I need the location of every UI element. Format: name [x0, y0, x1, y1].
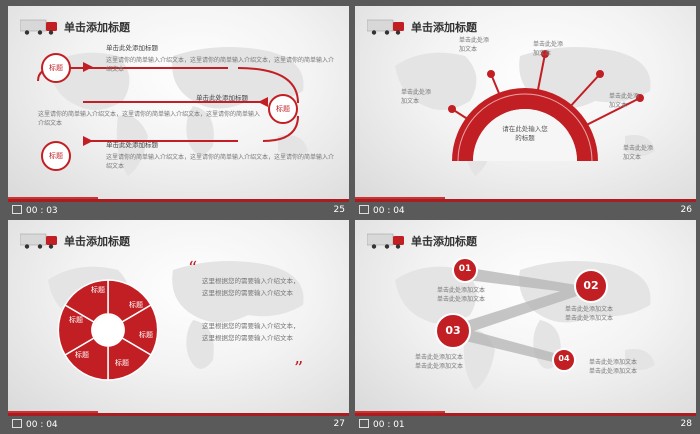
step-circle-label-2: 标题 [276, 105, 290, 113]
slide-thumbnail-27[interactable]: 单击添加标题 标题 标题 标题 标题 标题 标题 “ 这里根据您的需要输入介绍文… [8, 220, 349, 430]
node-number-4: 04 [558, 354, 570, 363]
step-text-3: 这里请你的简单输入介绍文本，这里请你的简单输入介绍文本，这里请你的简单输入介绍文… [106, 154, 335, 170]
quote-open-mark: “ [188, 258, 198, 279]
node-text-3: 单击此处添加文本 单击此处添加文本 [415, 354, 464, 370]
slide-duration-label: 00 : 04 [373, 206, 405, 216]
node-text-2: 单击此处添加文本 单击此处添加文本 [565, 306, 614, 322]
quote-close-mark: ” [294, 358, 304, 379]
node-number-3: 03 [445, 324, 461, 337]
slide-number: 28 [680, 419, 692, 429]
petal-label-4: 标题 [115, 359, 129, 367]
node-label-4: 单击此处添加文本 [609, 93, 640, 109]
slide-thumbnail-25[interactable]: 单击添加标题 标题 标题 标题 单击此处添加标题 这里请你的简单输入介绍文本 [8, 6, 349, 216]
body-paragraph-2: 这里根据您的需要输入介绍文本，这里根据您的需要输入介绍文本 [202, 322, 300, 342]
slide-canvas: 单击添加标题 01 02 03 04 单击此处添加文本 单击此处添加文本 单击此… [355, 220, 696, 416]
slide-bottom-bar [8, 199, 349, 202]
step-text-2: 这里请你的简单输入介绍文本，这里请你的简单输入介绍文本，这里请你的简单输入介绍文… [38, 111, 261, 127]
slide-title: 单击添加标题 [64, 235, 130, 248]
body-paragraph-1: 这里根据您的需要输入介绍文本，这里根据您的需要输入介绍文本 [202, 277, 300, 297]
slide-duration-label: 00 : 03 [26, 206, 58, 216]
timer-icon [359, 205, 369, 214]
slide-title: 单击添加标题 [411, 21, 477, 34]
node-label-5: 单击此处添加文本 [623, 145, 654, 161]
slide-title: 单击添加标题 [64, 21, 130, 34]
slide-duration: 00 : 04 [12, 419, 58, 430]
slide-number: 25 [333, 205, 345, 215]
slide-duration: 00 : 01 [359, 419, 405, 430]
slide-number: 27 [333, 419, 345, 429]
node-number-2: 02 [583, 279, 599, 292]
slide-bottom-bar [355, 199, 696, 202]
slide-footer: 00 : 01 28 [355, 416, 696, 434]
timer-icon [359, 419, 369, 428]
slide-footer: 00 : 04 27 [8, 416, 349, 434]
slide-duration-label: 00 : 01 [373, 420, 405, 430]
truck-icon [20, 19, 57, 35]
step-heading-1: 单击此处添加标题 [106, 44, 158, 52]
step-circle-label-1: 标题 [49, 64, 63, 72]
petal-label-1: 标题 [91, 286, 105, 294]
semicircle-diagram [448, 50, 644, 162]
petal-label-5: 标题 [75, 351, 89, 359]
step-text-1: 这里请你的简单输入介绍文本，这里请你的简单输入介绍文本，这里请你的简单输入介绍文… [106, 57, 335, 73]
slide-canvas: 单击添加标题 标题 标题 标题 单击此处添加标题 这里请你的简单输入介绍文本 [8, 6, 349, 202]
center-title: 请在此处输入您的标题 [502, 125, 548, 142]
slide-duration-label: 00 : 04 [26, 420, 58, 430]
node-label-2: 单击此处添加文本 [459, 37, 490, 53]
slide-thumbnail-28[interactable]: 单击添加标题 01 02 03 04 单击此处添加文本 单击此处添加文本 单击此… [355, 220, 696, 430]
slide-footer: 00 : 03 25 [8, 202, 349, 220]
petal-label-3: 标题 [139, 331, 153, 339]
slide-duration: 00 : 03 [12, 205, 58, 216]
truck-icon [20, 233, 57, 249]
pinwheel-diagram [57, 279, 159, 381]
slide-canvas: 单击添加标题 标题 标题 标题 标题 标题 标题 “ 这里根据您的需要输入介绍文… [8, 220, 349, 416]
step-circle-label-3: 标题 [49, 152, 63, 160]
step-heading-3: 单击此处添加标题 [106, 141, 158, 149]
slide-number: 26 [680, 205, 692, 215]
petal-label-6: 标题 [69, 316, 83, 324]
slide-accent-bar [8, 411, 98, 413]
timer-icon [12, 205, 22, 214]
timer-icon [12, 419, 22, 428]
truck-icon [367, 19, 404, 35]
petal-label-2: 标题 [129, 301, 143, 309]
truck-icon [367, 233, 404, 249]
slide-duration: 00 : 04 [359, 205, 405, 216]
route-diagram [435, 257, 608, 372]
node-number-1: 01 [458, 264, 472, 274]
node-text-4: 单击此处添加文本 单击此处添加文本 [589, 359, 638, 375]
slide-thumbnail-26[interactable]: 单击添加标题 请在此处输入您的标题 单击此处添加文本 单击此处添加文本 [355, 6, 696, 216]
slide-footer: 00 : 04 26 [355, 202, 696, 220]
flow-connector-lines [37, 53, 299, 171]
slide-bottom-bar [8, 413, 349, 416]
slide-accent-bar [355, 411, 445, 413]
slide-title: 单击添加标题 [411, 235, 477, 248]
node-label-1: 单击此处添加文本 [401, 89, 432, 105]
slide-accent-bar [8, 197, 98, 199]
slide-bottom-bar [355, 413, 696, 416]
step-heading-2: 单击此处添加标题 [196, 94, 248, 102]
slide-canvas: 单击添加标题 请在此处输入您的标题 单击此处添加文本 单击此处添加文本 [355, 6, 696, 202]
node-text-1: 单击此处添加文本 单击此处添加文本 [437, 287, 486, 303]
node-label-3: 单击此处添加文本 [533, 41, 564, 57]
slide-accent-bar [355, 197, 445, 199]
